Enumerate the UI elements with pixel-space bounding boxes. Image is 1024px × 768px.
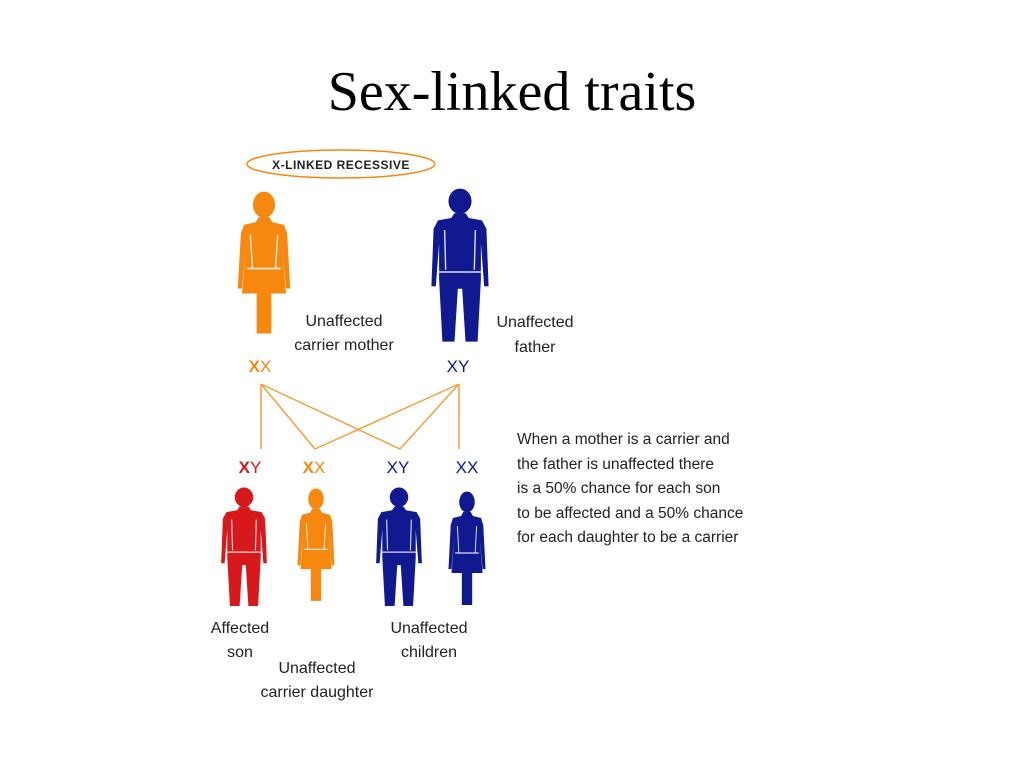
mother-chromosomes: XX bbox=[249, 357, 272, 376]
explanation-line: for each daughter to be a carrier bbox=[517, 529, 739, 546]
mother-figure-icon bbox=[236, 190, 292, 335]
child-4-chromosomes: XX bbox=[456, 458, 479, 477]
unaffected-children-label-line-2: children bbox=[401, 644, 457, 661]
x-linked-recessive-badge: X-LINKED RECESSIVE bbox=[246, 149, 436, 179]
child-2-chromosomes: XX bbox=[303, 458, 326, 477]
father-label-line-1: Unaffected bbox=[496, 314, 573, 331]
affected-son-label-line-1: Affected bbox=[211, 620, 269, 637]
mother-label-line-2: carrier mother bbox=[294, 337, 394, 354]
affected-son-icon bbox=[220, 486, 268, 607]
child-1-chromosomes: XY bbox=[239, 458, 262, 477]
badge-text: X-LINKED RECESSIVE bbox=[272, 158, 410, 172]
explanation-line: is a 50% chance for each son bbox=[517, 480, 721, 497]
inheritance-lines bbox=[260, 383, 460, 450]
explanation-line: to be affected and a 50% chance bbox=[517, 504, 744, 522]
child-3-chromosomes: XY bbox=[387, 458, 410, 477]
badge-outline bbox=[246, 149, 436, 179]
father-label-line-2: father bbox=[515, 339, 557, 356]
unaffected-children-label-line-1: Unaffected bbox=[390, 620, 467, 637]
carrier-daughter-icon bbox=[296, 487, 336, 602]
explanation-text: When a mother is a carrier and the fathe… bbox=[517, 428, 817, 551]
father-chromosomes: XY bbox=[447, 357, 470, 376]
mother-label-line-1: Unaffected bbox=[305, 313, 382, 330]
carrier-daughter-label-line-1: Unaffected bbox=[278, 660, 355, 677]
affected-son-label-line-2: son bbox=[227, 644, 253, 661]
unaffected-daughter-icon bbox=[447, 490, 487, 606]
father-figure-icon bbox=[430, 187, 490, 343]
carrier-daughter-label-line-2: carrier daughter bbox=[261, 684, 375, 701]
unaffected-son-icon bbox=[375, 486, 423, 607]
page-title: Sex-linked traits bbox=[327, 61, 697, 123]
explanation-line: When a mother is a carrier and bbox=[517, 431, 730, 448]
explanation-line: the father is unaffected there bbox=[517, 455, 715, 473]
